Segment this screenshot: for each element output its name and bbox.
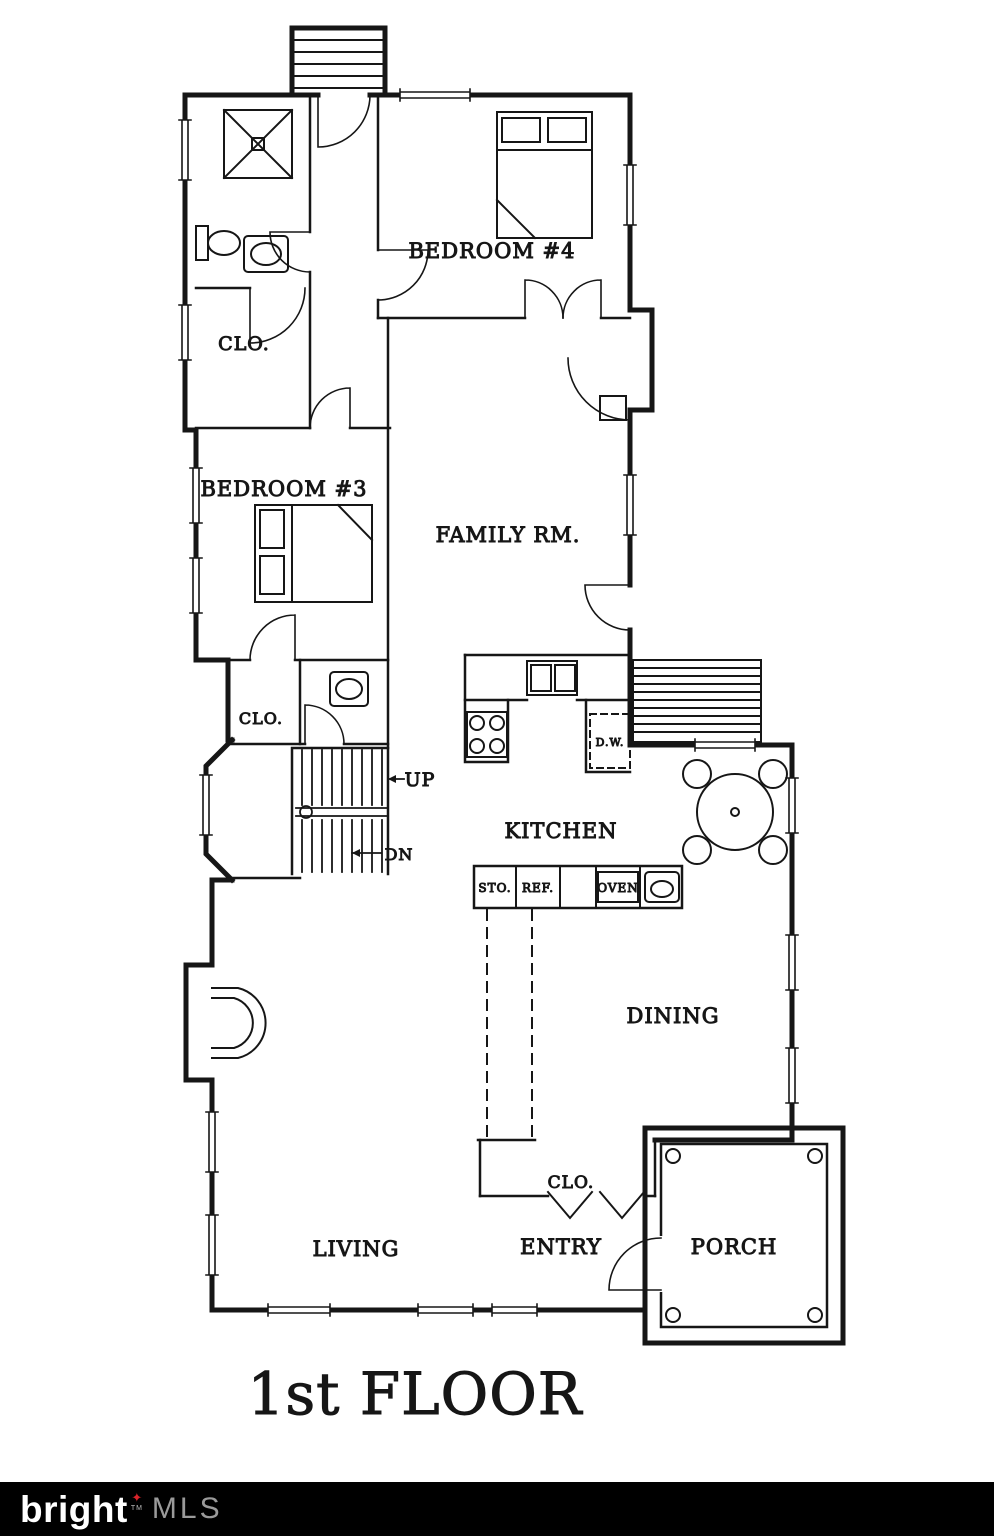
brand-marks: ✦ TM	[131, 1491, 143, 1513]
cased-opening-dashes	[486, 909, 533, 1139]
brand-name: bright	[20, 1488, 128, 1530]
label-dining: DINING	[627, 1004, 720, 1028]
label-closet-upper: CLO.	[218, 333, 270, 355]
label-entry: ENTRY	[520, 1235, 602, 1259]
label-refrigerator: REF.	[522, 881, 554, 895]
label-bedroom4: BEDROOM #4	[409, 239, 576, 263]
table-icon	[696, 773, 774, 851]
sink-icon	[329, 671, 369, 707]
label-porch: PORCH	[691, 1235, 778, 1259]
deck-steps	[632, 659, 762, 743]
label-stairs-up: UP	[405, 769, 436, 791]
porch-structure	[642, 1125, 846, 1346]
chair-icon	[682, 835, 712, 865]
stoop-treads	[291, 39, 386, 89]
door-swings	[249, 94, 662, 1291]
fireplace-icon	[211, 987, 267, 1059]
prep-sink-icon	[644, 871, 680, 903]
chair-icon	[682, 759, 712, 789]
chair-icon	[758, 835, 788, 865]
toilet-tank-icon	[195, 225, 209, 261]
label-closet-middle: CLO.	[239, 709, 283, 728]
staircase	[295, 749, 405, 873]
mls-text: MLS	[151, 1492, 223, 1525]
half-bath-fixtures	[329, 671, 369, 707]
brand-bar: bright ✦ TM MLS	[0, 1482, 994, 1536]
kitchen-fixtures	[466, 660, 684, 910]
stove-icon	[466, 711, 508, 758]
breakfast-table	[682, 759, 788, 865]
kitchen-sink-icon	[526, 660, 578, 696]
sink-icon	[243, 235, 289, 273]
label-kitchen: KITCHEN	[504, 819, 617, 843]
bifold-doors	[546, 1190, 646, 1220]
label-closet-entry: CLO.	[548, 1173, 595, 1193]
bright-mls-logo: bright ✦ TM MLS	[20, 1491, 223, 1528]
dishwasher-icon	[589, 713, 631, 769]
plan-title: 1st FLOOR	[248, 1360, 584, 1428]
bathroom-fixtures	[195, 108, 294, 273]
windows	[178, 88, 799, 1317]
label-living: LIVING	[313, 1237, 400, 1261]
brand-star-icon: ✦	[131, 1489, 143, 1505]
label-stairs-down: DN	[385, 845, 414, 864]
label-family-room: FAMILY RM.	[436, 523, 581, 547]
interior-walls	[194, 93, 657, 1198]
toilet-icon	[207, 230, 241, 256]
label-bedroom3: BEDROOM #3	[201, 477, 368, 501]
trademark-symbol: TM	[130, 1504, 143, 1512]
chair-icon	[758, 759, 788, 789]
shower-icon	[223, 109, 293, 179]
label-oven: OVEN	[597, 881, 639, 895]
label-storage: STO.	[478, 881, 511, 895]
bed-bedroom4	[495, 111, 593, 240]
label-dishwasher: D.W.	[596, 736, 625, 749]
bed-bedroom3	[254, 503, 374, 603]
